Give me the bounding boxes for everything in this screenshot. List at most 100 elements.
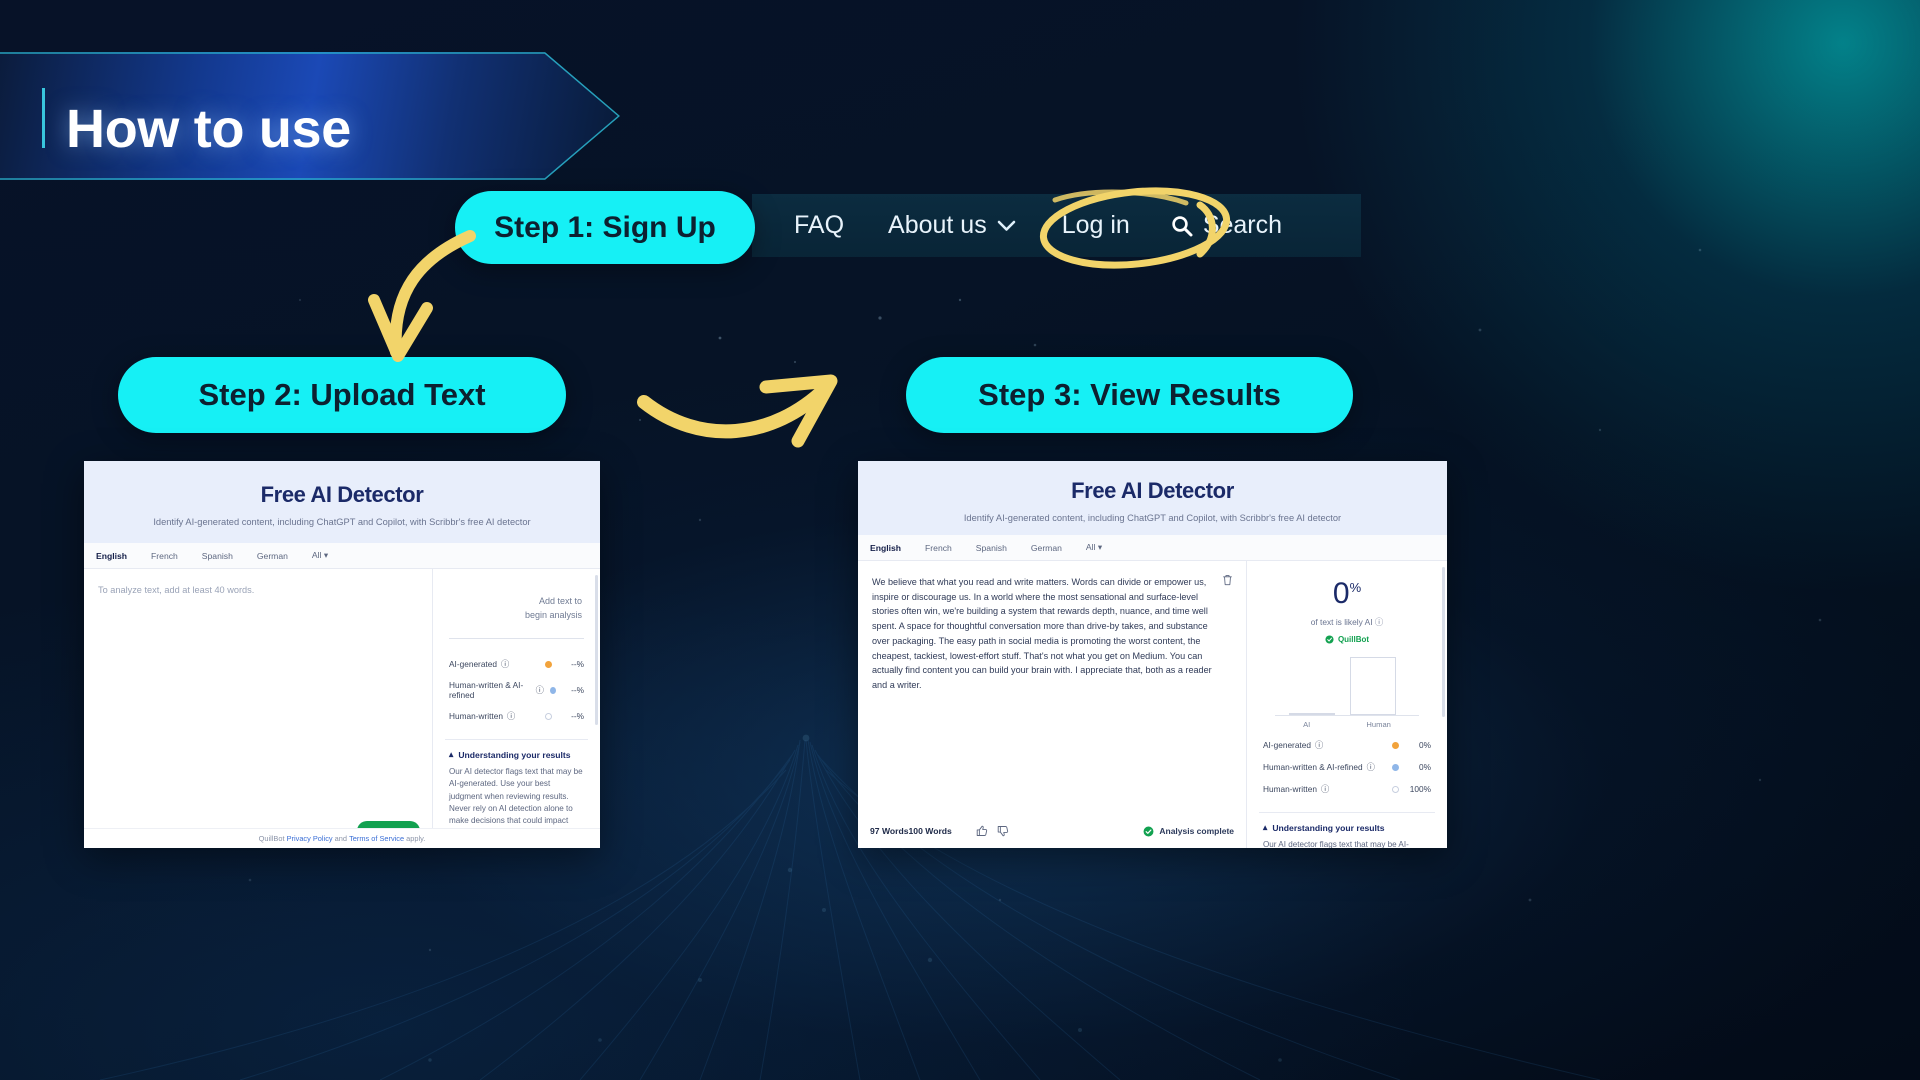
left-add-text-line2: begin analysis — [524, 609, 582, 620]
left-metric-ai-generated-value: --% — [571, 659, 584, 669]
ai-score-block: 0% of text is likely AI ⓘ QuillBot — [1259, 575, 1435, 645]
ai-score-unit: % — [1349, 580, 1362, 595]
chart-axis — [1275, 715, 1419, 716]
left-metric-ai-generated-label: AI-generated ⓘ — [449, 659, 510, 669]
background-fibers — [99, 734, 1601, 1080]
right-lang-tab-all[interactable]: All ▾ — [1086, 542, 1116, 553]
left-text-editor[interactable]: To analyze text, add at least 40 words. … — [84, 569, 433, 848]
left-lang-tab-spanish[interactable]: Spanish — [201, 550, 233, 561]
quillbot-brand-label: QuillBot — [1337, 635, 1370, 644]
right-app-title: Free AI Detector — [1071, 477, 1234, 503]
info-icon[interactable]: ⓘ — [1374, 617, 1384, 627]
trash-icon[interactable] — [1222, 574, 1233, 586]
chevron-up-icon: ▴ — [1263, 822, 1268, 832]
right-metric-human-written-label: Human-written ⓘ — [1263, 784, 1330, 794]
right-metric-human-ai-refined-label: Human-written & AI-refined ⓘ — [1263, 762, 1375, 772]
step-1-label: Step 1: Sign Up — [494, 210, 716, 244]
step-2-label: Step 2: Upload Text — [198, 377, 486, 412]
step-1-pill[interactable]: Step 1: Sign Up — [455, 191, 755, 264]
left-lang-tab-all[interactable]: All ▾ — [312, 550, 342, 561]
step-2-pill[interactable]: Step 2: Upload Text — [118, 357, 566, 433]
left-understanding-header[interactable]: ▴ Understanding your results — [449, 749, 584, 760]
right-lang-tab-german[interactable]: German — [1030, 542, 1062, 553]
ai-score-caption-wrap: of text is likely AI ⓘ — [1259, 616, 1435, 628]
legend-dot-blue — [1392, 763, 1399, 771]
left-lang-tab-english[interactable]: English — [96, 550, 128, 561]
left-lang-tab-german[interactable]: German — [256, 550, 288, 561]
right-word-count: 97 Words100 Words — [870, 826, 952, 836]
left-metric-human-written-label: Human-written ⓘ — [449, 711, 516, 721]
legend-dot-ring — [545, 712, 552, 720]
quillbot-logo-icon — [1325, 635, 1334, 644]
chevron-up-icon: ▴ — [449, 749, 454, 759]
analysis-status: Analysis complete — [1143, 826, 1234, 837]
right-metric-human-ai-refined-value: 0% — [1419, 762, 1431, 772]
left-app-footer: QuillBot Privacy Policy and Terms of Ser… — [84, 828, 600, 848]
right-app-body: We believe that what you read and write … — [858, 561, 1447, 848]
right-editor-text: We believe that what you read and write … — [872, 577, 1212, 691]
nav-item-faq[interactable]: FAQ — [794, 211, 845, 239]
legend-dot-amber — [1392, 741, 1399, 749]
site-navbar: FAQ About us Log in Search — [752, 194, 1361, 257]
right-text-editor[interactable]: We believe that what you read and write … — [858, 561, 1247, 848]
info-icon[interactable]: ⓘ — [535, 685, 544, 695]
nav-item-about-us[interactable]: About us — [888, 211, 1016, 240]
check-circle-icon — [1143, 826, 1154, 836]
nav-item-search[interactable]: Search — [1170, 211, 1282, 240]
left-editor-placeholder: To analyze text, add at least 40 words. — [98, 585, 255, 595]
left-metric-ai-generated: AI-generated ⓘ --% — [445, 653, 588, 675]
right-language-tabs: English French Spanish German All ▾ — [858, 535, 1447, 561]
right-lang-tab-french[interactable]: French — [925, 542, 952, 553]
right-lang-tab-all-label: All — [1085, 542, 1096, 552]
chart-label-ai: AI — [1303, 720, 1311, 729]
left-divider — [449, 638, 584, 639]
right-lang-tab-spanish[interactable]: Spanish — [975, 542, 1007, 553]
info-icon[interactable]: ⓘ — [506, 711, 516, 721]
right-app-subtitle: Identify AI-generated content, including… — [963, 512, 1342, 523]
left-app-subtitle: Identify AI-generated content, including… — [153, 516, 531, 527]
search-icon — [1172, 215, 1193, 236]
chevron-down-icon — [997, 220, 1016, 231]
right-lang-tab-english[interactable]: English — [870, 542, 902, 553]
page-title: How to use — [66, 99, 352, 159]
ai-score-value: 0 — [1332, 577, 1350, 610]
info-icon[interactable]: ⓘ — [1314, 740, 1324, 750]
left-results-scrollbar[interactable] — [595, 575, 598, 725]
left-lang-tab-french[interactable]: French — [151, 550, 178, 561]
right-metric-human-ai-refined: Human-written & AI-refined ⓘ 0% — [1259, 756, 1435, 778]
chart-bar-ai — [1289, 713, 1336, 715]
left-metric-human-ai-refined: Human-written & AI-refined ⓘ --% — [445, 675, 588, 705]
analysis-status-label: Analysis complete — [1159, 826, 1234, 836]
right-understanding-header[interactable]: ▴ Understanding your results — [1263, 822, 1431, 833]
step-3-label: Step 3: View Results — [978, 377, 1281, 412]
info-icon[interactable]: ⓘ — [1366, 762, 1375, 772]
nav-item-login[interactable]: Log in — [1061, 211, 1130, 239]
right-results-pane: 0% of text is likely AI ⓘ QuillBot — [1247, 561, 1447, 848]
banner-shape — [0, 52, 620, 180]
left-metric-human-ai-refined-label: Human-written & AI-refined ⓘ — [449, 680, 544, 700]
right-feedback-icons — [976, 825, 1009, 837]
left-app-title: Free AI Detector — [260, 481, 424, 507]
left-language-tabs: English French Spanish German All ▾ — [84, 543, 600, 569]
info-icon[interactable]: ⓘ — [500, 659, 510, 669]
left-lang-tab-all-label: All — [311, 550, 322, 560]
chart-bar-human — [1349, 657, 1396, 715]
privacy-policy-link[interactable]: Privacy Policy — [286, 834, 333, 843]
step-3-pill[interactable]: Step 3: View Results — [906, 357, 1353, 433]
thumbs-down-icon[interactable] — [997, 825, 1009, 837]
banner-outline — [0, 52, 620, 180]
screenshot-upload-text: Free AI Detector Identify AI-generated c… — [84, 461, 600, 848]
left-footer-suffix: apply. — [406, 834, 426, 843]
chart-label-human: Human — [1366, 720, 1391, 729]
left-understanding-title: Understanding your results — [458, 749, 571, 760]
left-metric-human-written: Human-written ⓘ --% — [445, 705, 588, 727]
left-results-pane: Add text to begin analysis AI-generated … — [433, 569, 600, 848]
nav-item-search-label: Search — [1202, 211, 1283, 239]
thumbs-up-icon[interactable] — [976, 825, 988, 837]
right-metric-ai-generated: AI-generated ⓘ 0% — [1259, 734, 1435, 756]
left-footer-and: and — [334, 834, 347, 843]
left-metric-human-written-value: --% — [571, 711, 584, 721]
right-results-scrollbar[interactable] — [1442, 567, 1445, 717]
info-icon[interactable]: ⓘ — [1320, 784, 1330, 794]
terms-of-service-link[interactable]: Terms of Service — [349, 834, 405, 843]
